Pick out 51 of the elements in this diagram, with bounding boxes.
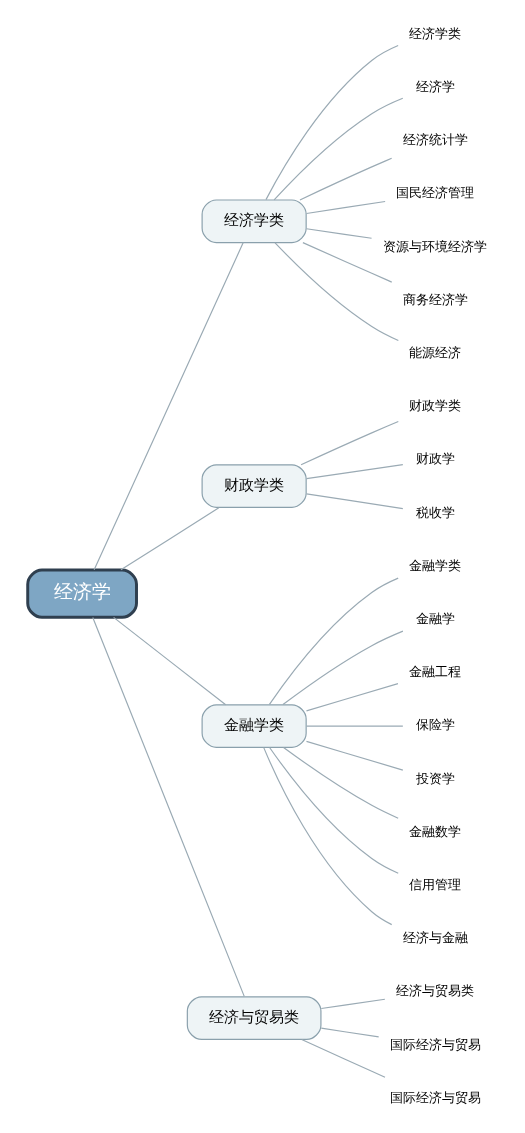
node-text: 国民经济管理 (395, 185, 474, 201)
node-text: 税收学 (415, 504, 455, 520)
node-text: 金融数学 (408, 823, 461, 839)
node-text: 信用管理 (408, 877, 461, 893)
connector (281, 630, 404, 706)
node-box: 金融学类 (201, 704, 307, 748)
node-text: 能源经济 (408, 345, 461, 360)
connector (282, 746, 399, 819)
connector (320, 998, 385, 1010)
connector (301, 242, 392, 283)
node-box: 经济学 (25, 568, 138, 619)
node-text: 财政学类 (408, 398, 461, 414)
node-text: 资源与环境经济学 (382, 238, 487, 254)
node-text: 金融学 (415, 611, 455, 627)
connector (274, 242, 399, 342)
connector (305, 200, 386, 215)
node-text: 经济学 (415, 78, 455, 94)
connector (305, 464, 403, 480)
connector (300, 420, 399, 466)
connector (91, 616, 245, 997)
node-text: 投资学 (415, 770, 455, 786)
connector (268, 577, 399, 705)
connector (305, 725, 403, 727)
node-text: 经济学类 (408, 25, 461, 41)
connector (320, 1027, 379, 1038)
node-box: 经济与贸易类 (186, 996, 321, 1040)
connector (305, 228, 372, 239)
node-text: 商务经济学 (402, 291, 468, 307)
connector (119, 507, 219, 571)
node-text: 国际经济与贸易 (389, 1036, 481, 1052)
connector (305, 683, 399, 712)
connector (93, 242, 244, 571)
connector (305, 740, 403, 771)
node-text: 经济与金融 (402, 930, 468, 946)
connector (305, 493, 403, 510)
node-text: 财政学 (415, 451, 455, 467)
node-text: 国际经济与贸易 (389, 1089, 481, 1105)
node-text: 金融学类 (408, 557, 461, 573)
connector (112, 616, 226, 706)
connector (262, 747, 392, 926)
connector (264, 44, 399, 201)
node-box: 经济学类 (201, 199, 307, 244)
node-box: 财政学类 (201, 464, 307, 508)
connector (268, 746, 399, 874)
node-text: 保险学 (415, 717, 455, 733)
node-text: 经济与贸易类 (395, 983, 474, 999)
connector (298, 157, 392, 201)
connector (273, 97, 403, 201)
connector (300, 1038, 386, 1078)
node-text: 金融工程 (408, 664, 461, 680)
node-text: 经济统计学 (402, 132, 468, 148)
